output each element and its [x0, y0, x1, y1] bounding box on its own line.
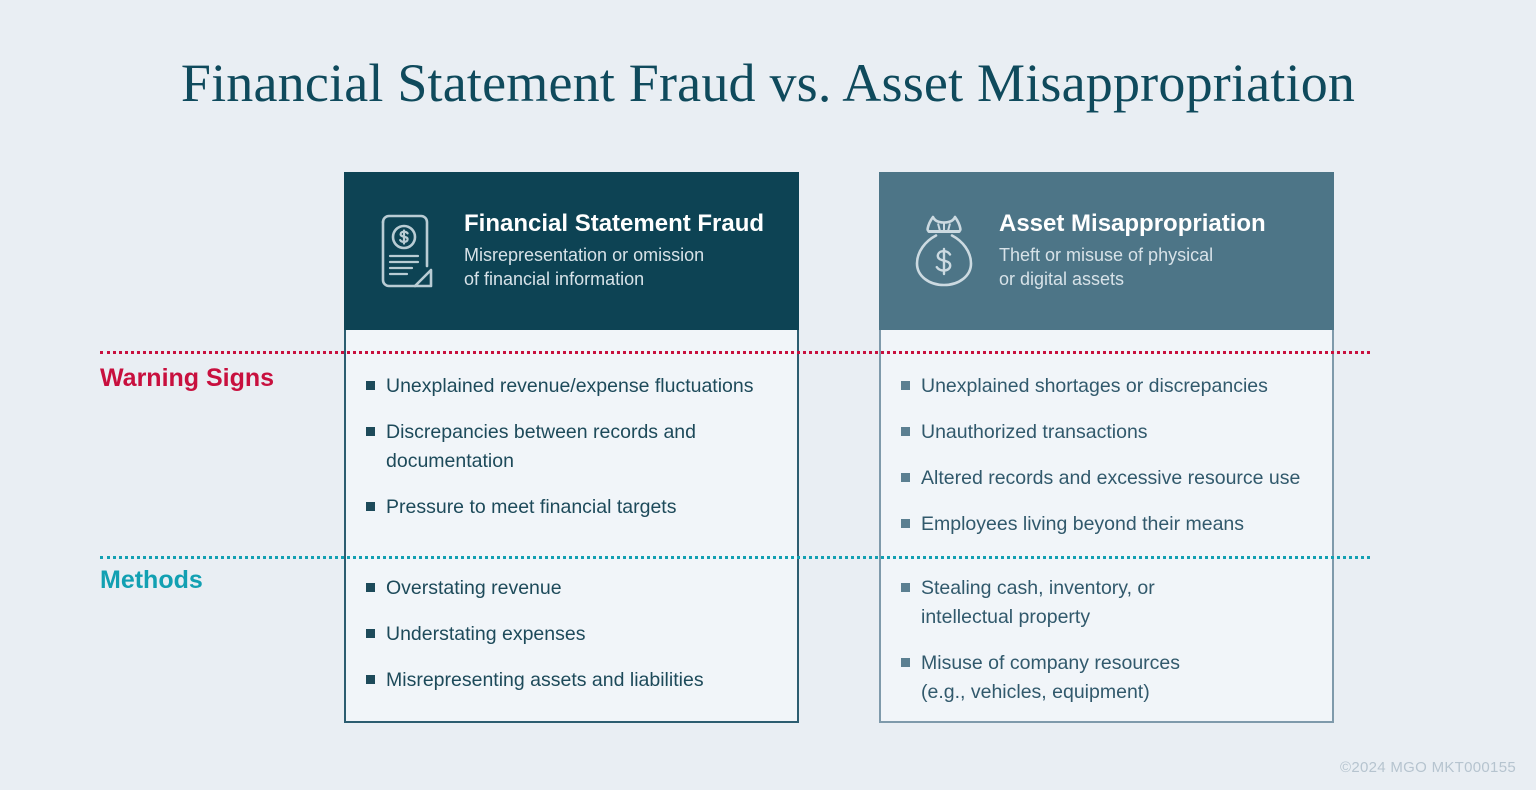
bullet-list: Stealing cash, inventory, or intellectua…: [895, 574, 1310, 706]
methods-divider: [100, 556, 1370, 559]
card-title: Asset Misappropriation: [999, 210, 1266, 238]
list-item: Pressure to meet financial targets: [360, 493, 775, 522]
list-item: Employees living beyond their means: [895, 510, 1310, 539]
card-subtitle: Misrepresentation or omission of financi…: [464, 245, 705, 290]
list-item: Understating expenses: [360, 620, 775, 649]
card-title: Financial Statement Fraud: [464, 210, 765, 238]
list-item: Stealing cash, inventory, or intellectua…: [895, 574, 1310, 632]
section-warning-signs-right: Unexplained shortages or discrepancies U…: [879, 372, 1334, 538]
document-dollar-icon: [370, 213, 448, 289]
card-header-financial-statement-fraud: Financial Statement Fraud Misrepresentat…: [344, 172, 799, 330]
section-methods-right: Stealing cash, inventory, or intellectua…: [879, 574, 1334, 706]
list-item: Overstating revenue: [360, 574, 775, 603]
list-item: Unexplained revenue/expense fluctuations: [360, 372, 775, 401]
column-financial-statement-fraud: Financial Statement Fraud Misrepresentat…: [344, 172, 799, 723]
row-label-methods: Methods: [100, 566, 203, 594]
bullet-list: Overstating revenue Understating expense…: [360, 574, 775, 695]
warning-signs-divider: [100, 351, 1370, 354]
money-bag-icon: [905, 213, 983, 289]
card-header-asset-misappropriation: Asset Misappropriation Theft or misuse o…: [879, 172, 1334, 330]
list-item: Misrepresenting assets and liabilities: [360, 666, 775, 695]
column-asset-misappropriation: Asset Misappropriation Theft or misuse o…: [879, 172, 1334, 723]
bullet-list: Unexplained revenue/expense fluctuations…: [360, 372, 775, 521]
list-item: Altered records and excessive resource u…: [895, 464, 1310, 493]
card-header-text: Asset Misappropriation Theft or misuse o…: [999, 210, 1266, 291]
row-label-warning-signs: Warning Signs: [100, 364, 275, 392]
list-item: Misuse of company resources (e.g., vehic…: [895, 649, 1310, 707]
section-methods-left: Overstating revenue Understating expense…: [344, 574, 799, 695]
section-warning-signs-left: Unexplained revenue/expense fluctuations…: [344, 372, 799, 521]
page-title: Financial Statement Fraud vs. Asset Misa…: [180, 53, 1356, 113]
list-item: Unauthorized transactions: [895, 418, 1310, 447]
bullet-list: Unexplained shortages or discrepancies U…: [895, 372, 1310, 538]
card-subtitle: Theft or misuse of physical or digital a…: [999, 245, 1214, 290]
card-header-text: Financial Statement Fraud Misrepresentat…: [464, 210, 764, 291]
list-item: Discrepancies between records and docume…: [360, 418, 775, 476]
copyright-footer: ©2024 MGO MKT000155: [1339, 759, 1516, 776]
list-item: Unexplained shortages or discrepancies: [895, 372, 1310, 401]
